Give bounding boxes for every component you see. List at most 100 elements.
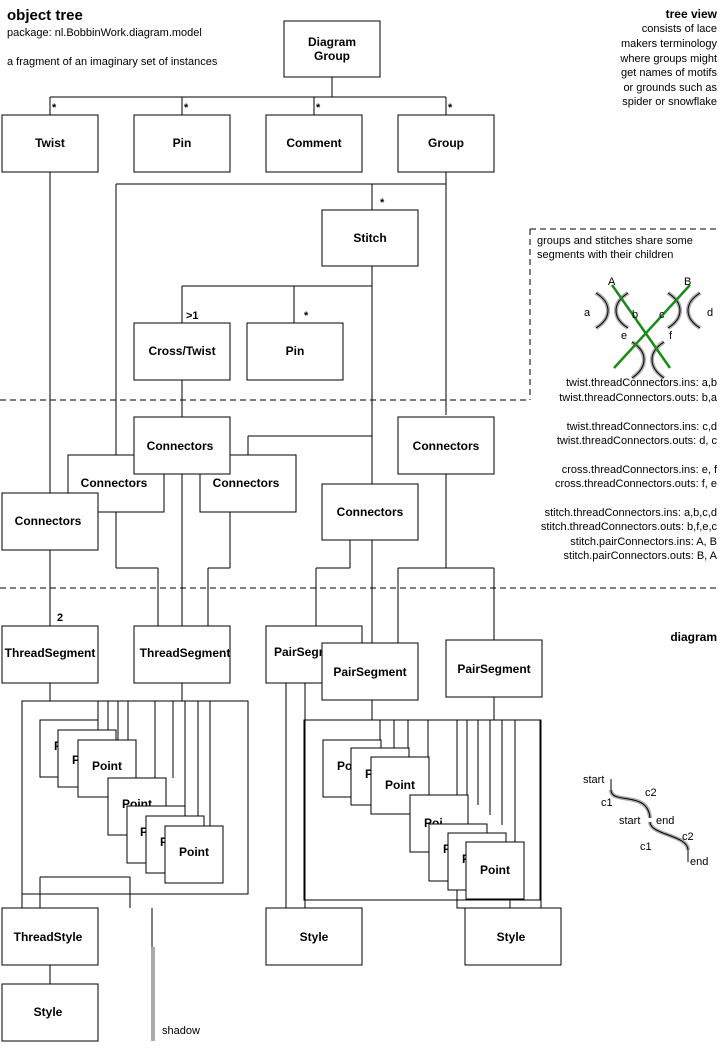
- node-comment-label: Comment: [286, 136, 341, 150]
- point-p3-label: Point: [385, 778, 415, 792]
- tree-view-line-6: spider or snowflake: [622, 96, 717, 108]
- shared-note-line-2: segments with their children: [537, 249, 674, 261]
- node-style-2[interactable]: Style: [464, 907, 562, 966]
- node-thread-style[interactable]: ThreadStyle: [1, 907, 99, 966]
- node-connectors-cross[interactable]: Connectors: [133, 416, 231, 475]
- stitch-label-b: b: [632, 309, 638, 321]
- node-pin-top-label: Pin: [173, 136, 192, 150]
- stitch-label-A: A: [608, 276, 616, 288]
- mult-cross-twist: >1: [186, 310, 199, 322]
- segment-illustration: start c1 c2 start end c1 c2 end: [583, 774, 708, 868]
- node-connectors-group-label: Connectors: [413, 439, 480, 453]
- connector-note-5: cross.threadConnectors.ins: e, f: [561, 464, 717, 476]
- seg-label-end-2: end: [690, 856, 708, 868]
- connector-note-1: twist.threadConnectors.ins: a,b: [565, 377, 717, 389]
- connector-note-9: stitch.pairConnectors.ins: A, B: [570, 536, 717, 548]
- seg-label-c2-1: c2: [645, 787, 657, 799]
- stitch-label-d: d: [707, 307, 713, 319]
- stitch-label-c: c: [659, 309, 665, 321]
- node-connectors-stitch[interactable]: Connectors: [321, 483, 419, 541]
- seg-label-c2-2: c2: [682, 831, 694, 843]
- node-style-3[interactable]: Style: [1, 983, 99, 1042]
- page-title: object tree: [7, 7, 83, 24]
- seg-label-end-1: end: [656, 815, 674, 827]
- node-thread-segment-2-label: ThreadSegment: [140, 646, 231, 660]
- stitch-label-a: a: [584, 307, 591, 319]
- mult-pin-mid: *: [304, 310, 309, 322]
- node-cross-twist[interactable]: Cross/Twist: [133, 322, 231, 381]
- node-pin-mid-label: Pin: [286, 344, 305, 358]
- node-thread-segment-1[interactable]: ThreadSegment: [1, 625, 99, 684]
- node-connectors-right-inner-label: Connectors: [213, 476, 280, 490]
- multiplicities: * * * * * >1 * 2: [52, 102, 453, 624]
- node-connectors-cross-label: Connectors: [147, 439, 214, 453]
- connector-note-10: stitch.pairConnectors.outs: B, A: [563, 550, 717, 562]
- node-thread-segment-1-label: ThreadSegment: [5, 646, 96, 660]
- point-p7-label: Point: [480, 863, 510, 877]
- tree-view-line-1: consists of lace: [641, 23, 717, 35]
- point-stack-pair: Poi Poi Point Poi Poi Poi Point: [322, 739, 525, 900]
- node-style-1-label: Style: [300, 930, 329, 944]
- edges: [21, 77, 542, 984]
- seg-label-c1-1: c1: [601, 797, 613, 809]
- node-pin-mid[interactable]: Pin: [246, 322, 344, 381]
- node-twist[interactable]: Twist: [1, 114, 99, 173]
- node-pair-segment-3[interactable]: PairSegment: [445, 639, 543, 698]
- stitch-label-B: B: [684, 276, 691, 288]
- seg-label-c1-2: c1: [640, 841, 652, 853]
- point-t7[interactable]: Point: [164, 825, 224, 884]
- connector-note-3: twist.threadConnectors.ins: c,d: [566, 421, 717, 433]
- node-diagram-group-line2: Group: [314, 49, 350, 63]
- stitch-label-e: e: [621, 330, 627, 342]
- stitch-illustration: a A b c B d e f: [584, 276, 713, 380]
- node-connectors-twist-label: Connectors: [15, 514, 82, 528]
- tree-view-heading: tree view: [665, 7, 717, 21]
- mult-twist: *: [52, 102, 57, 114]
- node-connectors-left-label: Connectors: [81, 476, 148, 490]
- shared-note-line-1: groups and stitches share some: [537, 235, 693, 247]
- node-cross-twist-label: Cross/Twist: [148, 344, 215, 358]
- subtitle: a fragment of an imaginary set of instan…: [7, 56, 218, 68]
- node-diagram-group-line1: Diagram: [308, 35, 356, 49]
- point-t3-label: Point: [92, 759, 122, 773]
- point-p3[interactable]: Point: [370, 756, 430, 815]
- tree-view-line-3: where groups might: [620, 53, 717, 65]
- node-group[interactable]: Group: [397, 114, 495, 173]
- node-stitch-label: Stitch: [353, 231, 386, 245]
- connector-note-7: stitch.threadConnectors.ins: a,b,c,d: [544, 507, 717, 519]
- connector-note-6: cross.threadConnectors.outs: f, e: [554, 478, 717, 490]
- mult-thread-segment: 2: [57, 612, 63, 624]
- node-twist-label: Twist: [35, 136, 65, 150]
- connector-note-4: twist.threadConnectors.outs: d, c: [556, 435, 717, 447]
- point-p7[interactable]: Point: [465, 841, 525, 900]
- point-t7-label: Point: [179, 845, 209, 859]
- node-pair-segment-3-label: PairSegment: [457, 662, 530, 676]
- node-pair-segment-2-label: PairSegment: [333, 665, 406, 679]
- node-style-3-label: Style: [34, 1005, 63, 1019]
- node-comment[interactable]: Comment: [265, 114, 363, 173]
- node-connectors-stitch-label: Connectors: [337, 505, 404, 519]
- package-name: package: nl.BobbinWork.diagram.model: [7, 27, 202, 39]
- node-thread-style-label: ThreadStyle: [14, 930, 83, 944]
- tree-view-line-4: get names of motifs: [621, 67, 717, 79]
- node-diagram-group[interactable]: Diagram Group: [283, 20, 381, 78]
- node-style-1[interactable]: Style: [265, 907, 363, 966]
- seg-label-start-1: start: [583, 774, 604, 786]
- point-stack-thread: Poi Poi Point Point Poi Poi Point: [39, 719, 224, 884]
- connector-note-8: stitch.threadConnectors.outs: b,f,e,c: [540, 521, 717, 533]
- node-connectors-twist[interactable]: Connectors: [1, 492, 99, 551]
- node-thread-segment-2[interactable]: ThreadSegment: [133, 625, 231, 684]
- tree-view-line-2: makers terminology: [621, 38, 717, 50]
- node-pair-segment-2[interactable]: PairSegment: [321, 642, 419, 701]
- node-pin-top[interactable]: Pin: [133, 114, 231, 173]
- mult-stitch: *: [380, 197, 385, 209]
- node-group-label: Group: [428, 136, 464, 150]
- stitch-label-f: f: [669, 330, 673, 342]
- legend-shadow-label: shadow: [162, 1025, 200, 1037]
- node-connectors-group[interactable]: Connectors: [397, 416, 495, 475]
- connector-note-2: twist.threadConnectors.outs: b,a: [559, 392, 717, 404]
- diagram-heading: diagram: [670, 630, 717, 644]
- mult-comment: *: [316, 102, 321, 114]
- node-stitch[interactable]: Stitch: [321, 209, 419, 267]
